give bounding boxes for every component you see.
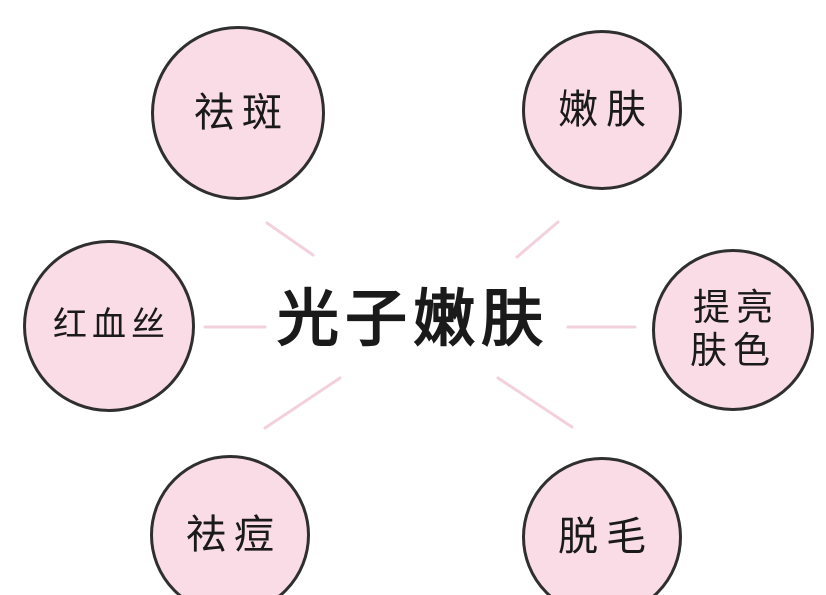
connector-top-left <box>265 221 315 257</box>
node-circle-tuomao: 脱毛 <box>522 457 682 595</box>
node-label-quban: 祛斑 <box>194 90 290 136</box>
node-circle-qudou: 祛痘 <box>150 455 310 595</box>
node-label-tuomao: 脱毛 <box>558 514 654 560</box>
node-circle-tiliangfuse: 提亮 肤色 <box>652 249 814 411</box>
node-circle-hongxuesi: 红血丝 <box>23 240 195 412</box>
node-circle-quban: 祛斑 <box>151 26 325 200</box>
node-label-qudou: 祛痘 <box>186 512 282 558</box>
connector-top-right <box>515 220 560 259</box>
connector-bottom-left <box>263 376 342 430</box>
node-label-nenfu: 嫩肤 <box>558 87 654 133</box>
node-label-hongxuesi: 红血丝 <box>53 305 170 346</box>
node-circle-nenfu: 嫩肤 <box>522 30 682 190</box>
connector-bottom-right <box>496 376 574 429</box>
node-label-tiliangfuse: 提亮 肤色 <box>690 286 779 372</box>
diagram-title: 光子嫩肤 <box>276 282 549 355</box>
